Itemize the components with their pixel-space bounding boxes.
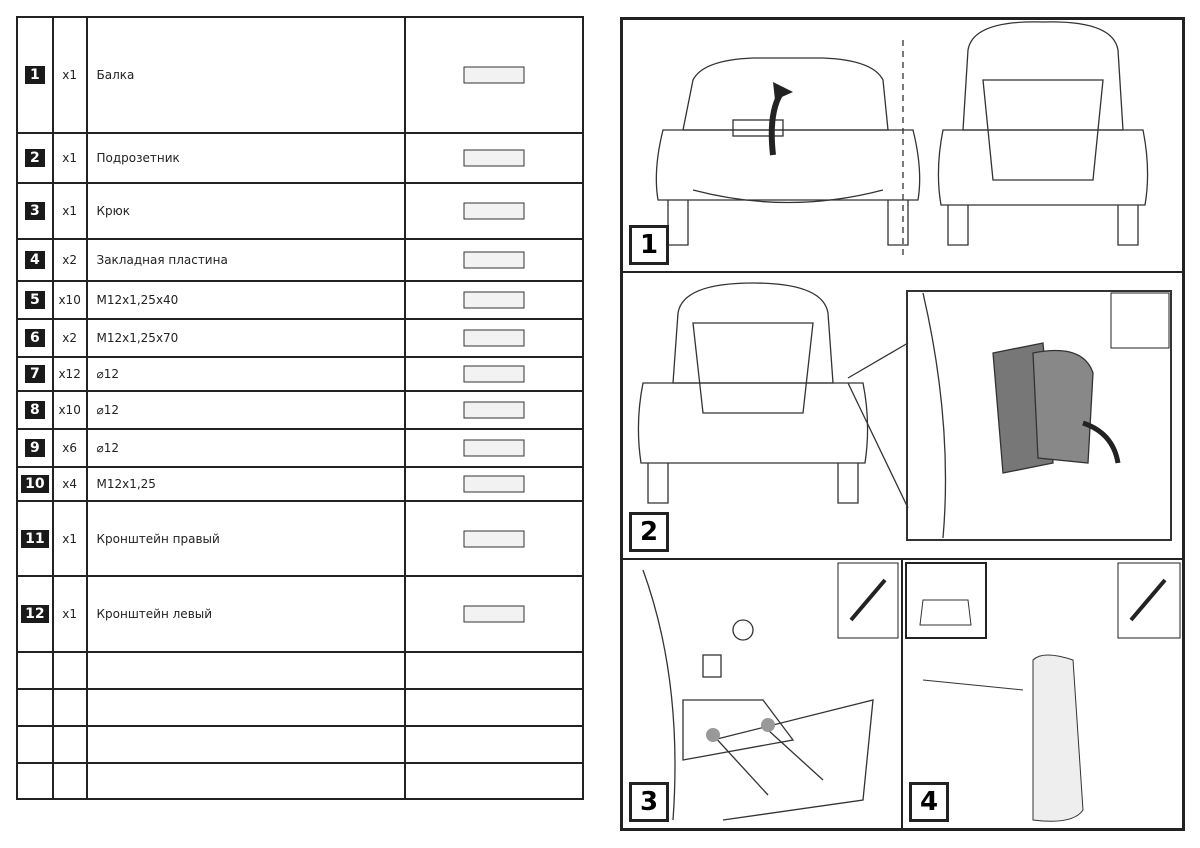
- parts-table: 1 x1 Балка 2 x1 Подрозетник 3 x1 Крюк 4 …: [16, 16, 585, 800]
- screwdriver-icon: [1129, 578, 1167, 622]
- clip-removal-illustration: [642, 562, 899, 821]
- part-number: 8: [24, 401, 45, 419]
- part-number: 9: [24, 439, 45, 457]
- part-quantity: x1: [51, 16, 88, 134]
- part-quantity: x1: [51, 575, 88, 653]
- part-number: 11: [21, 529, 49, 548]
- step-number: 1: [629, 225, 669, 265]
- spring-washer-icon: [403, 356, 585, 392]
- table-row: 7 x12 ⌀12: [16, 356, 585, 392]
- part-quantity: x4: [51, 466, 88, 502]
- part-number-cell: 6: [16, 318, 54, 358]
- table-row: 2 x1 Подрозетник: [16, 132, 585, 184]
- table-row: 5 x10 M12x1,25x40: [16, 280, 585, 320]
- tow-bar-beam-icon: [403, 16, 585, 134]
- part-number-cell: 7: [16, 356, 54, 392]
- table-row: 3 x1 Крюк: [16, 182, 585, 240]
- part-number: 10: [21, 475, 49, 493]
- part-number-cell: 8: [16, 390, 54, 430]
- part-number-cell: 2: [16, 132, 54, 184]
- nut-icon: [403, 466, 585, 502]
- left-bracket-icon: [403, 575, 585, 653]
- part-quantity: x1: [51, 132, 88, 184]
- table-row: 8 x10 ⌀12: [16, 390, 585, 430]
- part-number-cell: 1: [16, 16, 54, 134]
- part-name: M12x1,25x40: [85, 280, 406, 320]
- part-number: 12: [21, 605, 49, 623]
- part-quantity: x2: [51, 318, 88, 358]
- step-number: 2: [629, 512, 669, 552]
- part-name: ⌀12: [85, 356, 406, 392]
- part-number: 6: [24, 329, 45, 347]
- arrow-icon: [1082, 420, 1121, 464]
- part-name: ⌀12: [85, 428, 406, 468]
- part-name: Кронштейн правый: [85, 500, 406, 577]
- part-number: 2: [24, 149, 45, 167]
- part-name: Кронштейн левый: [85, 575, 406, 653]
- step-number: 3: [629, 782, 669, 822]
- mudflap-removal-illustration: [905, 562, 1181, 822]
- part-quantity: x1: [51, 500, 88, 577]
- part-number-cell: 12: [16, 575, 54, 653]
- part-quantity: x1: [51, 182, 88, 240]
- table-row: 12 x1 Кронштейн левый: [16, 575, 585, 653]
- installation-steps: 1 2 3 4: [620, 17, 1185, 831]
- part-quantity: x10: [51, 280, 88, 320]
- part-number-cell: 11: [16, 500, 54, 577]
- part-number: 4: [24, 251, 45, 269]
- part-number: 3: [24, 202, 45, 220]
- part-number-cell: 4: [16, 238, 54, 282]
- part-quantity: x6: [51, 428, 88, 468]
- bolt-icon: [403, 280, 585, 320]
- table-row: [16, 688, 585, 727]
- flat-washer-icon: [403, 390, 585, 430]
- part-number: 5: [24, 291, 45, 309]
- part-quantity: x2: [51, 238, 88, 282]
- trim-removal-illustration: [637, 282, 1172, 541]
- part-name: Балка: [85, 16, 406, 134]
- step-number: 4: [909, 782, 949, 822]
- part-number: 1: [24, 66, 45, 84]
- long-bolt-icon: [403, 318, 585, 358]
- part-quantity: x10: [51, 390, 88, 430]
- part-name: M12x1,25x70: [85, 318, 406, 358]
- part-quantity: x12: [51, 356, 88, 392]
- part-number-cell: 3: [16, 182, 54, 240]
- screwdriver-icon: [849, 578, 887, 622]
- right-bracket-icon: [403, 500, 585, 577]
- table-row: 10 x4 M12x1,25: [16, 466, 585, 502]
- part-name: Подрозетник: [85, 132, 406, 184]
- part-name: Крюк: [85, 182, 406, 240]
- tow-ball-hook-icon: [403, 182, 585, 240]
- table-row: [16, 725, 585, 764]
- step-1-panel: 1: [622, 19, 1183, 272]
- car-rear-illustration: [655, 21, 1149, 260]
- step-2-panel: 2: [622, 272, 1183, 559]
- table-row: [16, 651, 585, 690]
- wide-washer-icon: [403, 428, 585, 468]
- table-row: 9 x6 ⌀12: [16, 428, 585, 468]
- part-name: Закладная пластина: [85, 238, 406, 282]
- step-3-panel: 3: [622, 559, 902, 829]
- socket-bracket-icon: [403, 132, 585, 184]
- mounting-plate-icon: [403, 238, 585, 282]
- step-4-panel: 4: [902, 559, 1183, 829]
- part-number: 7: [24, 365, 45, 383]
- arrow-up-icon: [768, 88, 786, 156]
- table-row: 4 x2 Закладная пластина: [16, 238, 585, 282]
- table-row: [16, 762, 585, 800]
- part-name: ⌀12: [85, 390, 406, 430]
- table-row: 11 x1 Кронштейн правый: [16, 500, 585, 577]
- part-number-cell: 10: [16, 466, 54, 502]
- part-name: M12x1,25: [85, 466, 406, 502]
- part-number-cell: 5: [16, 280, 54, 320]
- table-row: 6 x2 M12x1,25x70: [16, 318, 585, 358]
- table-row: 1 x1 Балка: [16, 16, 585, 134]
- part-number-cell: 9: [16, 428, 54, 468]
